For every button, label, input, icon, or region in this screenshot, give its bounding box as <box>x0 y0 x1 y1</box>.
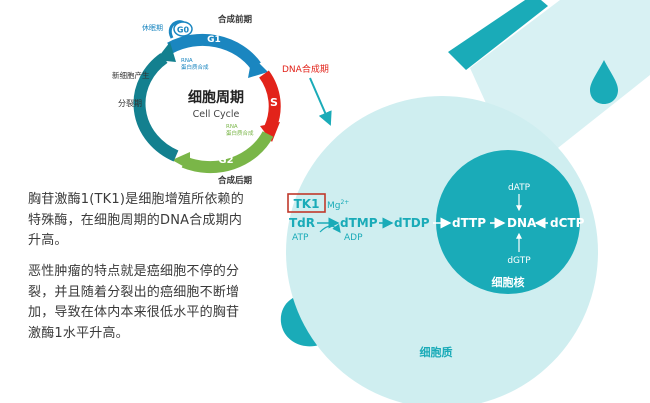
protein-label-g1: 蛋白质合成 <box>181 63 209 71</box>
rna-label-g1: RNA <box>181 58 193 64</box>
atp-adp-curve <box>319 223 341 233</box>
cell-cycle-subtitle: Cell Cycle <box>193 109 240 120</box>
description-paragraph-2: 恶性肿瘤的特点就是癌细胞不停的分裂，并且随着分裂出的癌细胞不断增加，导致在体内本… <box>28 264 240 341</box>
g0-badge <box>173 21 193 37</box>
atp-label: ATP <box>292 233 309 243</box>
s-phase-label: S <box>270 96 278 109</box>
datp-label: dATP <box>508 183 531 193</box>
protein-label-g2: 蛋白质合成 <box>226 129 254 137</box>
tk1-box <box>287 193 326 213</box>
mg-label: Mg2+ <box>327 199 349 211</box>
tk1-label: TK1 <box>294 197 320 211</box>
dtdp-label: dTDP <box>394 216 430 230</box>
dna-label: DNA <box>507 216 537 230</box>
description-paragraph-1: 胸苷激酶1(TK1)是细胞增殖所依赖的特殊酶，在细胞周期的DNA合成期内升高。 <box>28 192 244 248</box>
rna-label-g2: RNA <box>226 124 238 130</box>
s-phase-name: DNA合成期 <box>282 63 329 75</box>
s-arc <box>259 70 281 131</box>
g2-phase-label: G2 <box>218 155 233 166</box>
dttp-label: dTTP <box>452 216 486 230</box>
quiescent-label: 休眠期 <box>142 23 163 32</box>
nucleus-circle <box>436 150 580 294</box>
adp-label: ADP <box>344 233 363 243</box>
dgtp-label: dGTP <box>507 256 531 266</box>
g0-label: G0 <box>177 26 190 35</box>
m-phase-name: 分裂期 <box>118 98 142 108</box>
dctp-label: dCTP <box>550 216 585 230</box>
cell-cycle-diagram: G0 休眠期 G1 S G2 M 合成前期 DNA合成期 合成后期 分裂期 新细… <box>112 14 329 186</box>
dtmp-label: dTMP <box>340 216 378 230</box>
new-cell-label: 新细胞产生 <box>112 70 150 80</box>
g1-phase-label: G1 <box>207 35 221 45</box>
cytoplasm-label: 细胞质 <box>420 345 453 359</box>
liquid-drop <box>590 60 618 104</box>
tk1-pathway: TK1 Mg2+ TdR dTMP dTDP ATP ADP dTTP DNA … <box>287 183 585 359</box>
m-arc <box>133 53 179 162</box>
s-phase-pointer <box>309 77 332 126</box>
g1-arc <box>167 33 261 70</box>
cell-cycle-title: 细胞周期 <box>188 89 244 106</box>
g2-arc <box>181 131 274 174</box>
nucleus-label: 细胞核 <box>492 275 525 289</box>
g2-phase-name: 合成后期 <box>217 175 253 186</box>
g1-phase-name: 合成前期 <box>217 14 253 25</box>
m-phase-label: M <box>148 98 159 111</box>
tdr-label: TdR <box>289 216 315 230</box>
